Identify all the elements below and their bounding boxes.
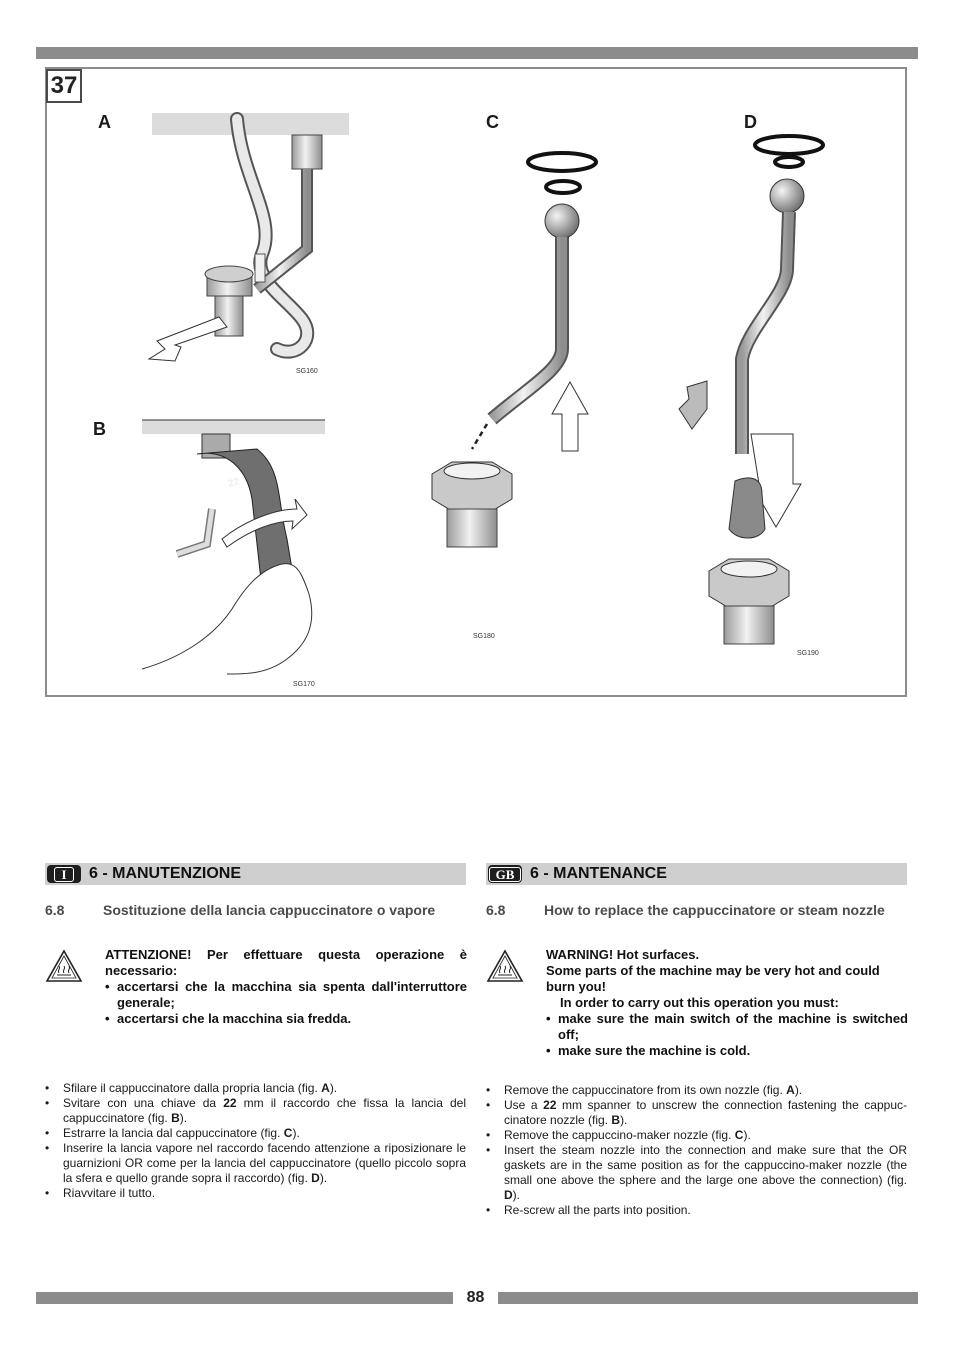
list-item: Re-screw all the parts into position. (486, 1203, 907, 1218)
page-number: 88 (466, 1289, 485, 1306)
english-column: GB 6 - MANTENANCE 6.8 How to replace the… (486, 863, 908, 1218)
procedure-steps: Sfilare il cappuccinatore dalla propria … (45, 1081, 466, 1201)
bottom-rule-left (36, 1292, 453, 1304)
list-item: Estrarre la lancia dal cappuccinatore (f… (45, 1126, 466, 1141)
list-item: Inserire la lancia vapore nel raccordo f… (45, 1141, 466, 1186)
svg-text:22: 22 (227, 476, 241, 490)
list-item: Riavvitare il tutto. (45, 1186, 466, 1201)
subsection-heading: 6.8 How to replace the cappuccinatore or… (486, 902, 885, 918)
section-title: 6 - MANTENANCE (530, 865, 667, 882)
top-rule (36, 47, 918, 59)
panel-letter-b: B (93, 419, 106, 439)
panel-letter-d: D (744, 112, 757, 132)
figure-code-a: SG160 (296, 368, 318, 375)
hot-surface-warning-icon (486, 949, 524, 982)
list-item: Remove the cappuccinatore from its own n… (486, 1083, 907, 1098)
italian-column: I 6 - MANUTENZIONE 6.8 Sostituzione dell… (45, 863, 467, 1201)
section-header: GB 6 - MANTENANCE (486, 863, 907, 885)
list-item: Insert the steam nozzle into the connect… (486, 1143, 907, 1203)
panel-d-illustration (678, 134, 825, 645)
list-item: Sfilare il cappuccinatore dalla propria … (45, 1081, 466, 1096)
warning-text: WARNING! Hot surfaces. Some parts of the… (546, 947, 908, 1059)
figure-code-c: SG180 (473, 633, 495, 640)
panel-letter-a: A (98, 112, 111, 132)
section-header: I 6 - MANUTENZIONE (45, 863, 466, 885)
subsection-heading: 6.8 Sostituzione della lancia cappuccina… (45, 902, 436, 918)
warning-item: make sure the main switch of the machine… (546, 1011, 908, 1043)
panel-c-illustration (431, 151, 598, 548)
warning-item: accertarsi che la macchina sia spenta da… (105, 979, 467, 1011)
figure-illustrations: 22 (141, 112, 825, 675)
warning-item: accertarsi che la macchina sia fredda. (105, 1011, 467, 1027)
figure-code-b: SG170 (293, 681, 315, 688)
warning-item: make sure the machine is cold. (546, 1043, 908, 1059)
panel-a-illustration (147, 112, 349, 362)
list-item: Use a 22 mm spanner to unscrew the conne… (486, 1098, 907, 1128)
figure-number: 37 (46, 69, 82, 103)
hot-surface-warning-icon (45, 949, 83, 982)
figure-code-d: SG190 (797, 650, 819, 657)
list-item: Remove the cappuccino-maker nozzle (fig.… (486, 1128, 907, 1143)
warning-text: ATTENZIONE! Per effettuare questa operaz… (105, 947, 467, 1027)
section-title: 6 - MANUTENZIONE (89, 865, 241, 882)
bottom-rule-right (498, 1292, 918, 1304)
figure-frame (45, 67, 907, 697)
panel-letter-c: C (486, 112, 499, 132)
procedure-steps: Remove the cappuccinatore from its own n… (486, 1083, 907, 1218)
language-badge: GB (488, 865, 522, 883)
panel-b-illustration: 22 (141, 419, 325, 675)
language-badge: I (47, 865, 81, 883)
list-item: Svitare con una chiave da 22 mm il racco… (45, 1096, 466, 1126)
